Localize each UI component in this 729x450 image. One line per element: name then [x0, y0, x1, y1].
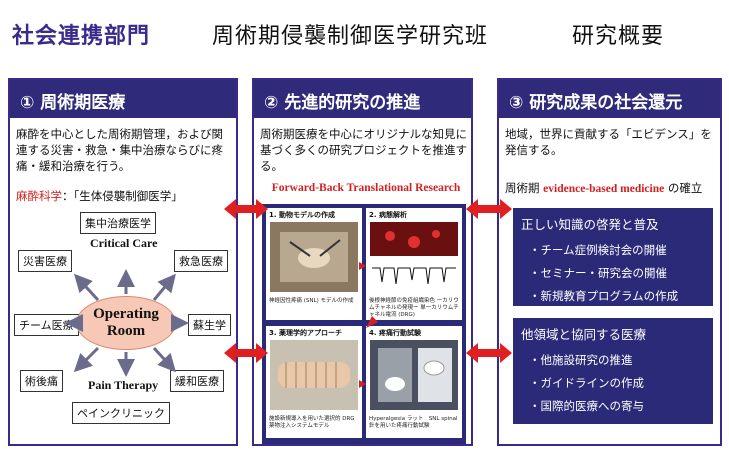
quad2-title: 2. 病態解析 — [369, 211, 407, 219]
knowledge-box: 正しい知識の啓発と普及 ・チーム症例検討会の開催 ・セミナー・研究会の開催 ・新… — [513, 208, 713, 306]
double-arrow-p2-p3-lower — [466, 343, 512, 363]
ebm-prefix: 周術期 — [505, 181, 544, 195]
box2-heading: 他領域と協同する医療 — [521, 327, 647, 342]
staining-photo-icon — [370, 222, 458, 292]
panel-advanced-research: ② 先進的研究の推進 周術期医療を中心にオリジナルな知見に基づく多くの研究プロジ… — [252, 78, 473, 446]
tag-emergency: 救急医療 — [174, 250, 228, 272]
box2-item: ・国際的医療への寄与 — [529, 399, 644, 413]
radial-arrows — [65, 269, 189, 377]
panel2-heading: ② 先進的研究の推進 — [254, 80, 471, 118]
tag-team: チーム医療 — [14, 314, 79, 336]
quad3-title: 3. 薬理学的アプローチ — [269, 329, 342, 337]
tag-palliative: 緩和医療 — [170, 370, 224, 392]
tag-resuscitation: 蘇生学 — [188, 314, 231, 336]
panel3-description: 地域，世界に貢献する「エビデンス」を発信する。 — [505, 127, 712, 157]
box2-item: ・他施設研究の推進 — [529, 353, 633, 367]
arrow-up-right — [152, 273, 176, 301]
ebm-suffix: の確立 — [664, 181, 703, 195]
surgery-photo-icon — [270, 222, 358, 292]
anesthesia-text: ：「生体侵襲制御医学」 — [62, 189, 183, 203]
research-quad-2: 2. 病態解析 後根神経節の免疫組織染色 ーカリウムチャネルの発現ー 単一カリウ… — [366, 208, 462, 320]
arrow-down-left — [73, 346, 100, 373]
collaboration-box: 他領域と協同する医療 ・他施設研究の推進 ・ガイドラインの作成 ・国際的医療への… — [513, 318, 713, 424]
critical-care-label: Critical Care — [90, 236, 158, 250]
research-figure: 1. 動物モデルの作成 神経因性疼痛 (SNL) モデルの作成 2. 病態解析 … — [262, 204, 466, 444]
research-flow-arrows — [359, 262, 378, 388]
tag-disaster: 災害医療 — [18, 250, 72, 272]
box2-item: ・ガイドラインの作成 — [529, 376, 644, 390]
tag-icu: 集中治療医学 — [80, 212, 156, 234]
flow-arrow-right-lower — [359, 380, 366, 388]
flow-arrow-right — [359, 262, 366, 270]
panel1-description: 麻酔を中心とした周術期管理，および関連する災害・救急・集中治療ならびに疼痛・緩和… — [16, 127, 223, 173]
quad3-caption: 施設新規導入を用いた選択的 DRG 薬物注入システムモデル — [269, 416, 355, 429]
operating-room-line1: Operating — [93, 306, 159, 322]
flow-arrow-down-left — [366, 316, 378, 328]
anesthesia-label: 麻酔科学 — [16, 189, 62, 203]
overview-title: 研究概要 — [572, 24, 665, 49]
rat-test-photo-icon — [370, 340, 458, 410]
tag-postop-pain: 術後痛 — [20, 370, 63, 392]
page-header: 社会連携部門 周術期侵襲制御医学研究班 研究概要 — [0, 0, 729, 60]
group-title: 周術期侵襲制御医学研究班 — [212, 24, 489, 49]
double-arrow-p1-p2-upper — [224, 199, 268, 219]
drug-system-photo-icon — [270, 340, 358, 410]
research-quad-4: 4. 疼痛行動試験 Hyperalgesia ラット SNL spinal 針を… — [366, 326, 462, 438]
box1-item: ・チーム症例検討会の開催 — [529, 243, 667, 257]
operating-room-line2: Room — [106, 323, 146, 339]
ebm-line: 周術期 evidence-based medicine の確立 — [505, 180, 702, 196]
box1-item: ・セミナー・研究会の開催 — [529, 266, 667, 280]
panel-social-return: ③ 研究成果の社会還元 地域，世界に貢献する「エビデンス」を発信する。 周術期 … — [497, 78, 722, 446]
pain-therapy-label: Pain Therapy — [88, 378, 159, 392]
quad1-title: 1. 動物モデルの作成 — [269, 211, 335, 219]
quad2-caption: 後根神経節の免疫組織染色 ーカリウムチャネルの発現ー 単一カリウムチャネル電流 … — [369, 298, 459, 318]
panel-perioperative: ① 周術期医療 麻酔を中心とした周術期管理，および関連する災害・救急・集中治療な… — [8, 78, 238, 446]
arrow-up-left — [73, 273, 100, 302]
box1-item: ・新規教育プログラムの作成 — [529, 289, 679, 303]
quad4-title: 4. 疼痛行動試験 — [369, 329, 421, 337]
arrow-down-right — [152, 346, 177, 373]
panel1-heading: ① 周術期医療 — [10, 80, 236, 118]
panel3-heading: ③ 研究成果の社会還元 — [499, 80, 720, 118]
box1-heading: 正しい知識の啓発と普及 — [521, 217, 659, 232]
department-title: 社会連携部門 — [12, 24, 151, 49]
fbtr-title: Forward-Back Translational Research — [271, 182, 461, 194]
double-arrow-p2-p3-upper — [466, 199, 512, 219]
operating-room-diagram: 集中治療医学 Critical Care 災害医療 救急医療 チーム医療 蘇生学… — [10, 210, 236, 444]
research-quad-1: 1. 動物モデルの作成 神経因性疼痛 (SNL) モデルの作成 — [266, 208, 362, 320]
double-arrow-p1-p2-lower — [224, 343, 268, 363]
tag-pain-clinic: ペインクリニック — [72, 402, 170, 424]
panel2-description: 周術期医療を中心にオリジナルな知見に基づく多くの研究プロジェクトを推進する。 — [260, 127, 467, 173]
quad1-caption: 神経因性疼痛 (SNL) モデルの作成 — [269, 298, 354, 304]
quad4-caption: Hyperalgesia ラット SNL spinal 針を用いた疼痛行動試験 — [369, 416, 458, 429]
ebm-highlight: evidence-based medicine — [543, 183, 665, 195]
anesthesia-line: 麻酔科学：「生体侵襲制御医学」 — [16, 188, 183, 204]
research-quad-3: 3. 薬理学的アプローチ 施設新規導入を用いた選択的 DRG 薬物注入システムモ… — [266, 326, 362, 438]
